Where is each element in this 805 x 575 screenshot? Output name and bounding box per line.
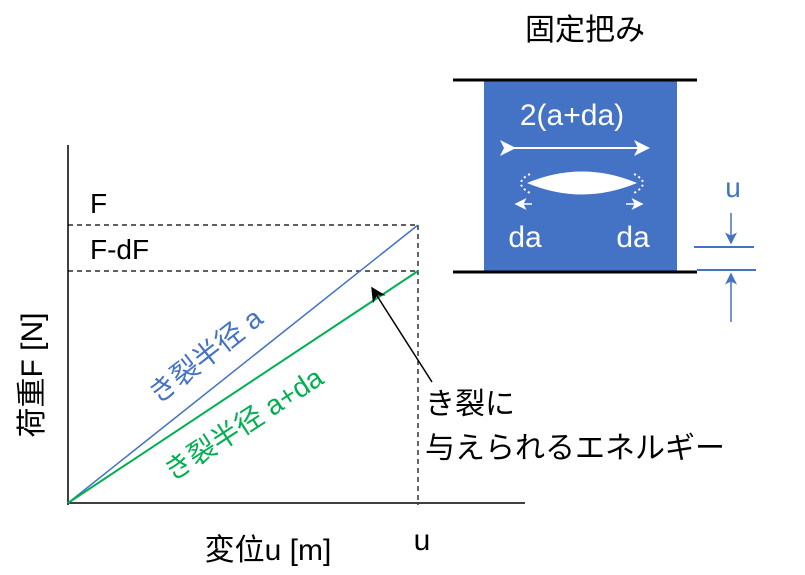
fdf-label: F-dF — [90, 234, 149, 265]
da-left-label: da — [508, 221, 542, 254]
y-axis-label: 荷重F [N] — [16, 313, 49, 438]
crack-ellipse — [527, 171, 637, 195]
energy-arrow — [371, 286, 433, 383]
line-crack-a — [67, 224, 419, 504]
displacement-indicator: u — [694, 172, 756, 322]
displacement-label: u — [725, 172, 741, 203]
da-right-label: da — [616, 221, 650, 254]
x-axis-label: 変位u [m] — [205, 534, 332, 567]
fixed-grip-title: 固定把み — [525, 14, 645, 47]
crack-length-label: 2(a+da) — [520, 99, 624, 132]
annotation-line2: 与えられるエネルギー — [425, 432, 725, 465]
f-label: F — [90, 188, 107, 219]
specimen: 2(a+da) da da — [453, 78, 697, 274]
annotation-line1: き裂に — [425, 388, 515, 421]
line-crack-a-da — [67, 270, 419, 504]
x-tick-u: u — [414, 524, 431, 557]
